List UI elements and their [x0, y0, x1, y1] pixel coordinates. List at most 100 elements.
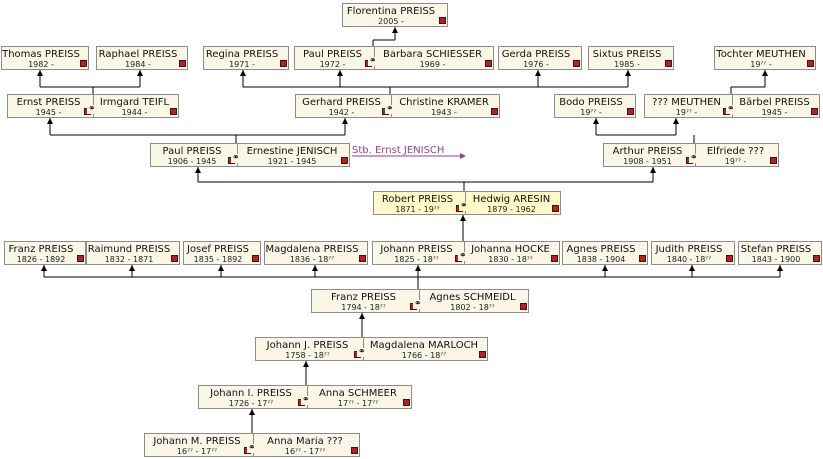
person-record-icon[interactable] [552, 205, 559, 212]
person-record-icon[interactable] [80, 60, 87, 67]
anna_maria-name: Anna Maria ??? [267, 436, 343, 447]
person-record-icon[interactable] [770, 157, 777, 164]
person-record-icon[interactable] [813, 255, 820, 262]
marriage-rings-icon: ⚭ [459, 201, 469, 211]
person-record-icon[interactable] [479, 351, 486, 358]
marriage-rings-icon: ⚭ [385, 104, 395, 114]
stefan-dates: 1843 - 1900 [751, 255, 801, 264]
johanna-dates: 1830 - 18ˀˀ [488, 255, 533, 264]
paul2-dates: 1972 - [319, 60, 346, 69]
agnes_s-dates: 1802 - 18ˀˀ [450, 303, 495, 312]
stefan-name: Stefan PREISS [740, 244, 812, 255]
marriage-rings-icon: ⚭ [301, 395, 311, 405]
tochter-name: Tochter MEUTHEN [716, 49, 806, 60]
anna_maria-dates: 16ˀˀ - 17ˀˀ [284, 447, 326, 456]
person-record-icon[interactable] [252, 255, 259, 262]
person-record-icon[interactable] [439, 17, 446, 24]
person-record-icon[interactable] [811, 108, 818, 115]
person-record-icon[interactable] [351, 447, 358, 454]
hedwig-dates: 1879 - 1962 [487, 205, 536, 214]
person-record-icon[interactable] [665, 60, 672, 67]
person-record-icon[interactable] [551, 255, 558, 262]
regina-name: Regina PREISS [205, 49, 279, 60]
step-child-link[interactable]: Stb. Ernst JENISCH [352, 145, 444, 156]
gerda-dates: 1976 - [523, 60, 549, 69]
sixtus-name: Sixtus PREISS [592, 49, 662, 60]
bodo-dates: 19ˀˀ - [580, 108, 602, 117]
person-record-icon[interactable] [179, 60, 186, 67]
johann_j-name: Johann J. PREISS [266, 340, 349, 351]
raphael-name: Raphael PREISS [98, 49, 178, 60]
arthur-name: Arthur PREISS [612, 146, 683, 157]
marriage-rings-icon: ⚭ [357, 347, 367, 357]
franz2-name: Franz PREISS [8, 244, 74, 255]
magdalena2-dates: 1836 - 18ˀˀ [289, 255, 335, 264]
gerhard-dates: 1942 - [328, 108, 355, 117]
agnes-dates: 1838 - 1904 [576, 255, 626, 264]
meuthen-name: ??? MEUTHEN [652, 97, 721, 108]
ernst-dates: 1945 - [35, 108, 62, 117]
person-record-icon[interactable] [359, 255, 366, 262]
paul2-name: Paul PREISS [303, 49, 362, 60]
ernestine-dates: 1921 - 1945 [267, 157, 317, 166]
tochter-dates: 19ˀˀ - [750, 60, 772, 69]
josef-name: Josef PREISS [186, 244, 250, 255]
elfriede-name: Elfriede ??? [706, 146, 765, 157]
person-record-icon[interactable] [280, 60, 287, 67]
thomas-dates: 1982 - [28, 60, 54, 69]
person-record-icon[interactable] [170, 108, 177, 115]
person-record-icon[interactable] [520, 303, 527, 310]
person-record-icon[interactable] [485, 60, 492, 67]
franz-dates: 1794 - 18ˀˀ [341, 303, 386, 312]
florentina-dates: 2005 - [378, 17, 404, 26]
christine-dates: 1943 - [431, 108, 457, 117]
paul-dates: 1906 - 1945 [167, 157, 217, 166]
florentina-name: Florentina PREISS [346, 6, 436, 17]
barbara-dates: 1969 - [419, 60, 446, 69]
person-record-icon[interactable] [627, 108, 634, 115]
anna_s-name: Anna SCHMEER [319, 388, 397, 399]
person-record-icon[interactable] [491, 108, 498, 115]
ernestine-name: Ernestine JENISCH [246, 146, 338, 157]
person-record-icon[interactable] [639, 255, 646, 262]
person-record-icon[interactable] [341, 157, 348, 164]
person-record-icon[interactable] [573, 60, 580, 67]
marriage-rings-icon: ⚭ [368, 56, 378, 66]
person-record-icon[interactable] [726, 255, 733, 262]
marriage-rings-icon: ⚭ [87, 104, 97, 114]
franz-name: Franz PREISS [331, 292, 396, 303]
person-record-icon[interactable] [77, 255, 84, 262]
person-record-icon[interactable] [403, 399, 410, 406]
person-record-icon[interactable] [807, 60, 814, 67]
elfriede-dates: 19ˀˀ - [724, 157, 747, 166]
marriage-rings-icon: ⚭ [726, 104, 736, 114]
person-record-icon[interactable] [171, 255, 178, 262]
